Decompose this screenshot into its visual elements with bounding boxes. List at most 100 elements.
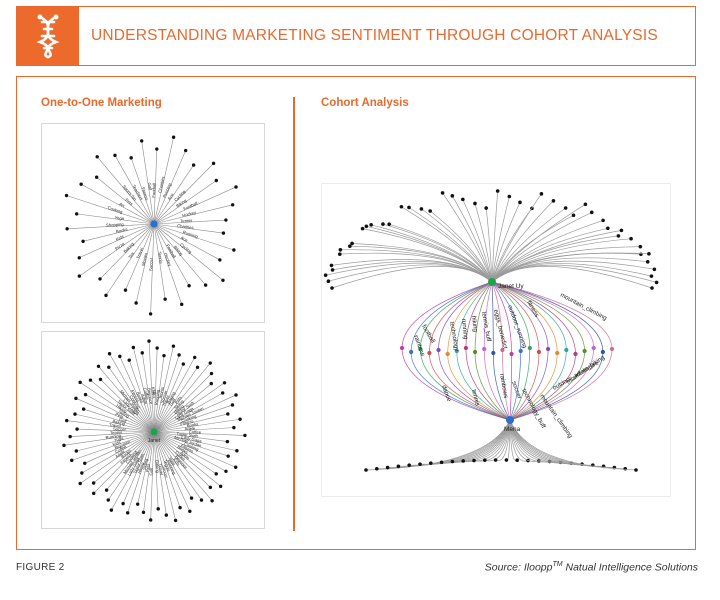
network-edge bbox=[153, 186, 237, 225]
network-edge bbox=[141, 352, 155, 433]
network-edge-label: Books bbox=[177, 444, 189, 455]
cohort-hub-top bbox=[488, 278, 496, 286]
network-edge bbox=[153, 431, 217, 475]
cohort-edge bbox=[491, 202, 521, 283]
network-edge-label: Pets bbox=[124, 197, 134, 206]
cohort-node bbox=[563, 206, 568, 210]
network-edge bbox=[153, 431, 236, 468]
figure-panel: One-to-One Marketing Cohort Analysis Cha… bbox=[16, 76, 696, 550]
network-node bbox=[155, 147, 159, 151]
cohort-edge bbox=[451, 195, 493, 283]
network-edge-label: Running bbox=[105, 433, 122, 440]
network-node bbox=[178, 505, 182, 510]
network-edge bbox=[67, 223, 155, 230]
network-edge-label: Cooking bbox=[183, 441, 200, 452]
network-edge bbox=[111, 431, 155, 511]
network-edge-label: Books bbox=[135, 391, 144, 404]
cohort-edge bbox=[398, 419, 511, 467]
cohort-shared-node bbox=[427, 350, 432, 356]
cohort-edge bbox=[462, 199, 493, 283]
network-edge bbox=[153, 431, 237, 452]
network-edge-label: Hiking bbox=[173, 403, 186, 415]
network-edge-label: Tennis bbox=[110, 430, 122, 436]
network-edge bbox=[141, 140, 155, 225]
cohort-node bbox=[323, 273, 328, 277]
figure-label: FIGURE 2 bbox=[16, 562, 65, 573]
cohort-node bbox=[504, 458, 509, 462]
cohort-node bbox=[337, 252, 342, 256]
network-edge bbox=[63, 431, 155, 446]
cohort-edge bbox=[340, 249, 493, 283]
cohort-edge bbox=[463, 419, 511, 462]
cohort-node bbox=[638, 244, 643, 249]
network-edge bbox=[70, 431, 155, 437]
network-edge bbox=[153, 219, 226, 225]
network-edge bbox=[153, 427, 234, 433]
cohort-node bbox=[623, 466, 627, 471]
network-node bbox=[113, 153, 117, 158]
network-edge bbox=[84, 431, 155, 464]
network-edge-label: Soccer bbox=[161, 465, 169, 479]
cohort-edge bbox=[491, 200, 554, 283]
network-edge bbox=[79, 223, 155, 277]
cohort-shared-node bbox=[509, 351, 514, 357]
cohort-interest-label: fitness bbox=[525, 300, 540, 319]
cohort-shared-node bbox=[482, 346, 487, 352]
network-edge-label: Kids bbox=[172, 457, 181, 467]
network-node bbox=[148, 312, 153, 316]
network-edge-label: Football bbox=[165, 243, 177, 258]
network-edge bbox=[153, 413, 228, 433]
network-node bbox=[232, 425, 236, 430]
cohort-edge bbox=[401, 206, 493, 283]
cohort-node bbox=[652, 267, 657, 272]
network-edge-label: Baking bbox=[112, 419, 126, 427]
cohort-edge bbox=[474, 203, 493, 283]
cohort-interest-label: rainbow bbox=[412, 334, 426, 357]
network-node bbox=[235, 449, 239, 453]
cohort-node bbox=[571, 213, 576, 218]
cohort-node bbox=[387, 222, 391, 226]
network-node bbox=[77, 256, 81, 260]
network-node bbox=[94, 175, 99, 179]
cohort-node bbox=[399, 204, 404, 209]
cohort-analysis-heading: Cohort Analysis bbox=[321, 97, 409, 109]
network-edge-label: Fitness bbox=[130, 389, 141, 403]
cohort-node bbox=[551, 199, 556, 203]
network-edge-label: Fitness bbox=[180, 418, 194, 426]
cohort-node bbox=[507, 194, 512, 199]
network-edge bbox=[79, 382, 155, 433]
network-node bbox=[95, 155, 99, 159]
network-edge bbox=[135, 223, 155, 304]
cohort-edge bbox=[442, 192, 493, 283]
cohort-shared-node bbox=[491, 350, 496, 356]
network-edge bbox=[153, 431, 245, 436]
cohort-shared-node bbox=[418, 346, 423, 352]
network-edge-label: Ace bbox=[166, 192, 175, 201]
network-edge-label: Beyonce bbox=[114, 439, 132, 451]
network-edge bbox=[153, 357, 195, 433]
network-edge bbox=[153, 149, 158, 225]
network-node bbox=[123, 288, 128, 292]
network-node bbox=[238, 417, 242, 421]
cohort-node bbox=[418, 462, 422, 466]
cohort-edge bbox=[331, 259, 493, 283]
network-node bbox=[210, 499, 214, 503]
cohort-edge bbox=[371, 224, 493, 283]
dna-helix-icon bbox=[17, 7, 79, 65]
network-node bbox=[98, 277, 102, 281]
one-to-one-heading: One-to-One Marketing bbox=[41, 97, 162, 109]
cohort-network-graph: mountain_climbingfitnessoutdoor_runninge… bbox=[323, 189, 659, 472]
network-edge-label: Tea bbox=[127, 251, 135, 260]
cohort-edge bbox=[509, 419, 593, 466]
network-edge-label: Coffee bbox=[114, 444, 128, 455]
network-edge bbox=[128, 360, 155, 433]
cohort-edge bbox=[491, 266, 653, 289]
figure-header: UNDERSTANDING MARKETING SENTIMENT THROUG… bbox=[16, 6, 696, 66]
cohort-node bbox=[330, 286, 334, 290]
network-node bbox=[106, 498, 110, 502]
network-edge-label: Taylor Swift bbox=[176, 431, 199, 439]
network-edge-label: Books bbox=[186, 421, 198, 428]
network-edge bbox=[153, 363, 184, 433]
network-node bbox=[171, 344, 176, 348]
network-edge-label: Soccer bbox=[113, 426, 127, 432]
